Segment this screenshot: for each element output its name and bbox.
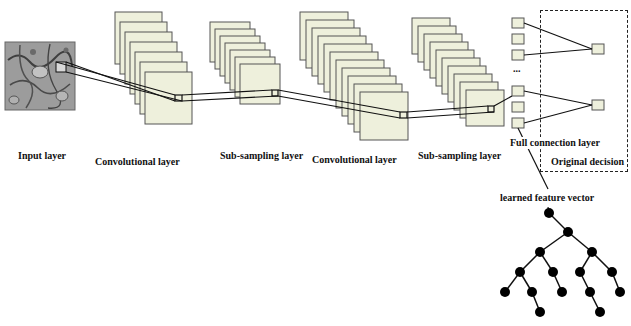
layer-label: Sub-sampling layer [418, 150, 501, 162]
layer-label: Convolutional layer [312, 154, 397, 166]
node-text: Original decision [548, 156, 627, 171]
layer-label: Input layer [18, 150, 66, 162]
feature-map-stack [115, 12, 604, 140]
decision-tree [500, 208, 625, 317]
input-image [5, 42, 75, 110]
layer-label: Sub-sampling layer [220, 150, 303, 162]
feature-label: learned feature vector [498, 192, 596, 204]
ellipsis-mark: ... [513, 63, 521, 75]
layer-label: Convolutional layer [95, 156, 180, 168]
receptive-field [56, 23, 592, 212]
layer-label: Full connection layer [508, 137, 602, 149]
